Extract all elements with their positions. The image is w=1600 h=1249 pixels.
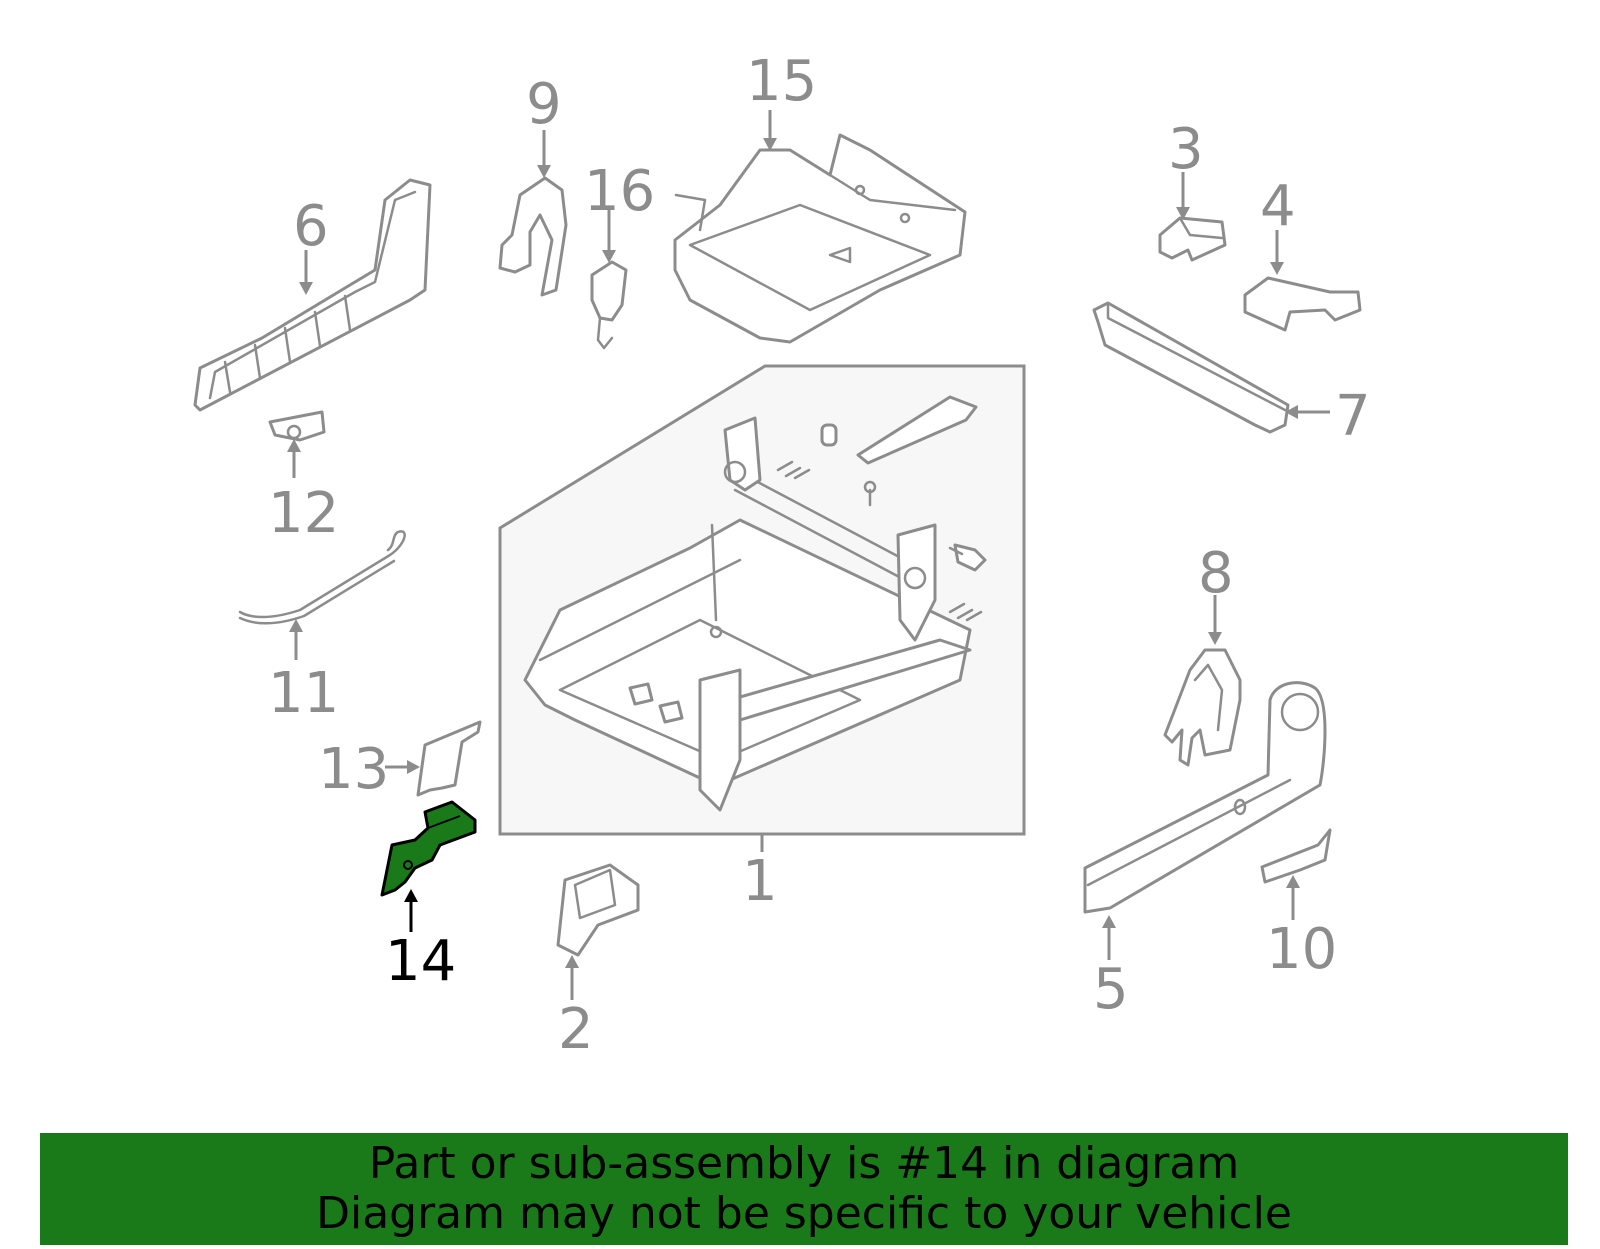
- part-11-wire-rod[interactable]: 11: [238, 530, 406, 726]
- callout-15: 15: [746, 49, 817, 114]
- part-2-corner-cover[interactable]: 2: [556, 863, 640, 1062]
- callout-16: 16: [584, 159, 655, 224]
- callout-4: 4: [1260, 174, 1296, 239]
- part-4-cover[interactable]: 4: [1243, 174, 1362, 332]
- banner-line-2: Diagram may not be specific to your vehi…: [316, 1188, 1292, 1239]
- callout-12: 12: [268, 481, 339, 546]
- part-1-seat-frame[interactable]: 1: [498, 364, 1026, 914]
- part-15-cushion-pan[interactable]: 15: [673, 49, 967, 344]
- callout-5: 5: [1093, 957, 1129, 1022]
- callout-10: 10: [1266, 917, 1337, 982]
- part-9-hook-bracket[interactable]: 9: [498, 72, 568, 297]
- part-13-bracket[interactable]: 13: [318, 720, 482, 802]
- part-6-side-trim[interactable]: 6: [193, 178, 432, 412]
- callout-3: 3: [1168, 117, 1204, 182]
- callout-11: 11: [268, 661, 339, 726]
- banner-line-1: Part or sub-assembly is #14 in diagram: [368, 1138, 1240, 1189]
- callout-2: 2: [558, 997, 594, 1062]
- part-14-highlighted-bracket[interactable]: 14: [380, 800, 477, 994]
- callout-14: 14: [385, 929, 456, 994]
- callout-6: 6: [293, 194, 329, 259]
- part-5-side-shield[interactable]: 5: [1083, 681, 1327, 1022]
- callout-9: 9: [526, 72, 562, 137]
- part-7-rail-trim[interactable]: 7: [1092, 301, 1371, 449]
- callout-8: 8: [1198, 541, 1234, 606]
- callout-1: 1: [742, 849, 778, 914]
- callout-13: 13: [318, 737, 389, 802]
- part-3-cap[interactable]: 3: [1158, 117, 1227, 262]
- part-12-clip[interactable]: 12: [268, 410, 339, 546]
- part-10-small-trim[interactable]: 10: [1260, 828, 1337, 982]
- callout-7: 7: [1335, 384, 1371, 449]
- part-16-latch[interactable]: 16: [584, 159, 655, 350]
- part-8-recliner-bracket[interactable]: 8: [1163, 541, 1242, 767]
- info-banner: Part or sub-assembly is #14 in diagram D…: [40, 1133, 1568, 1245]
